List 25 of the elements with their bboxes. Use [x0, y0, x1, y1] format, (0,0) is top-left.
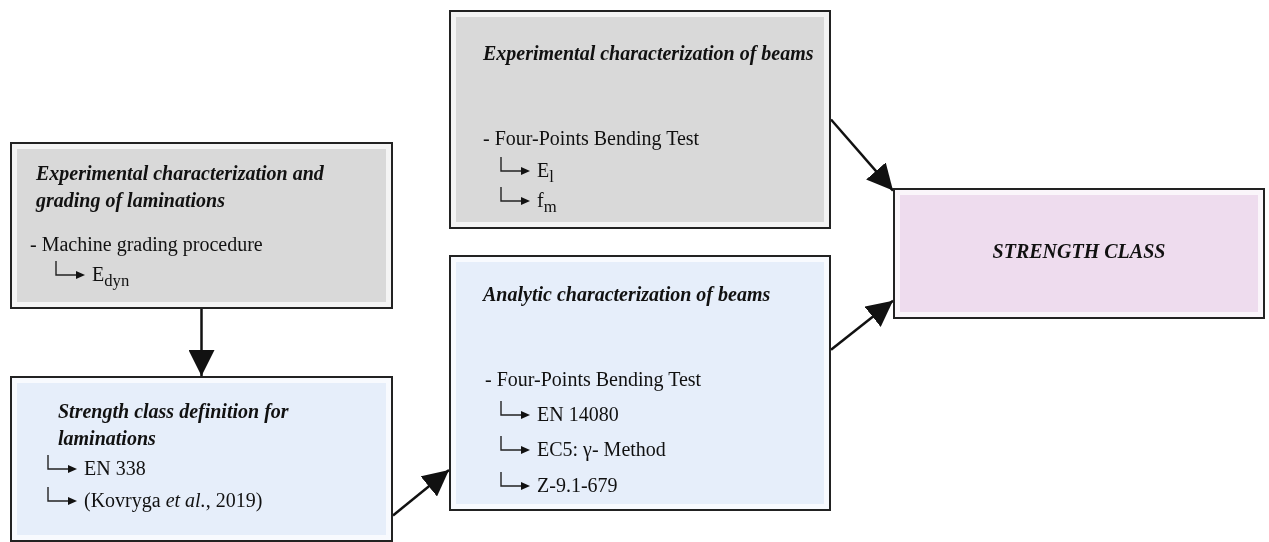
- box-heading: Strength class definition for laminations: [58, 399, 290, 451]
- process-box: [449, 255, 831, 511]
- process-box: [10, 376, 393, 542]
- list-item: E$_{dyn}$: [92, 262, 130, 292]
- arrow: [188, 309, 215, 376]
- box-heading: Experimental characterization and grading of laminations: [36, 161, 325, 214]
- box-heading: STRENGTH CLASS: [991, 239, 1167, 264]
- list-item: E$_{l}$: [537, 158, 554, 188]
- arrow: [830, 299, 894, 351]
- arrow: [392, 469, 450, 517]
- process-box: [10, 142, 393, 309]
- text-line: - Four-Points Bending Test: [483, 126, 700, 150]
- arrow: [830, 118, 894, 192]
- text-line: - Four-Points Bending Test: [485, 367, 702, 391]
- box-heading: Experimental characterization of beams: [483, 41, 815, 67]
- list-item: Z-9.1-679: [537, 473, 618, 497]
- text-line: - Machine grading procedure: [30, 232, 263, 256]
- list-item: EC5: γ- Method: [537, 437, 666, 461]
- box-heading: Analytic characterization of beams: [483, 282, 772, 308]
- process-box: [893, 188, 1265, 319]
- list-item: EN 338: [84, 456, 146, 480]
- process-box: [449, 10, 831, 229]
- list-item: EN 14080: [537, 402, 619, 426]
- list-item: (Kovryga et al., 2019): [84, 488, 263, 512]
- list-item: f$_{m}$: [537, 188, 557, 218]
